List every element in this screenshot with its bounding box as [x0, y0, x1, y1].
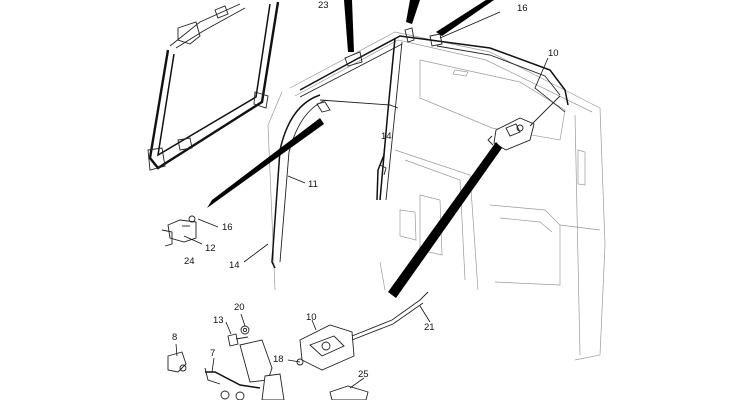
arrow-23	[344, 0, 354, 52]
callout-16-left: 16	[222, 222, 233, 233]
callout-arrows	[207, 0, 502, 298]
callout-14-upper: 14	[381, 131, 392, 142]
callout-18: 18	[273, 354, 284, 365]
callout-14-lower: 14	[229, 260, 240, 271]
callout-12: 12	[205, 243, 216, 254]
callout-labels: 23 16 10 14 11 16 12 24 14 20 13 10 21 8…	[172, 0, 559, 380]
callout-10-lower: 10	[306, 312, 317, 323]
callout-16-top: 16	[517, 3, 528, 14]
callout-23: 23	[318, 0, 329, 11]
arrow-21	[388, 142, 502, 298]
cab-body	[267, 31, 606, 361]
callout-10-upper: 10	[548, 48, 559, 59]
callout-11: 11	[308, 179, 318, 190]
door-frame-seal	[271, 27, 569, 269]
arrow-11	[207, 118, 324, 208]
catch-bracket	[161, 215, 197, 247]
arrow-16a	[436, 0, 494, 36]
latch-assembly-upper	[487, 95, 561, 151]
leader-lines	[175, 11, 566, 389]
callout-21: 21	[424, 322, 435, 333]
callout-8: 8	[172, 332, 177, 343]
callout-24: 24	[184, 256, 195, 267]
callout-20: 20	[234, 302, 245, 313]
lower-assembly	[167, 291, 429, 401]
door-window-frame	[147, 1, 280, 171]
callout-25: 25	[358, 369, 369, 380]
callout-7: 7	[210, 348, 215, 359]
arrow-top	[406, 0, 420, 24]
callout-13: 13	[213, 315, 224, 326]
door-handle-rod	[376, 154, 387, 201]
